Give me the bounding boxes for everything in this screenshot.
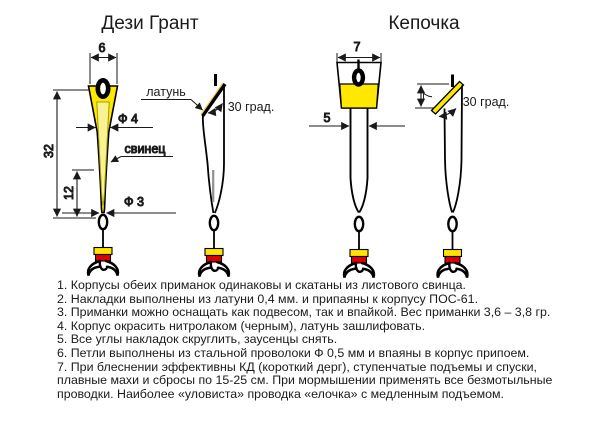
kep-side-hook [436, 215, 469, 279]
label-lead: свинец [125, 142, 166, 156]
kep-stem-right [358, 108, 369, 214]
dim-label-12: 12 [62, 186, 76, 200]
kep-eyelet [351, 68, 366, 87]
title-kepochka: Кепочка [388, 13, 460, 34]
desi-grant-side-view: 30 град. латунь [141, 74, 275, 278]
kep-angle-arc [438, 108, 457, 120]
note-line-4: 4. Корпус окрасить нитролаком (черным), … [57, 318, 426, 333]
label-brass: латунь [146, 85, 186, 99]
dim-label-32: 32 [42, 144, 56, 158]
kep-side-brass-strip [430, 80, 465, 115]
note-line-6: 6. Петли выполнены из стальной проволоки… [57, 345, 530, 360]
desi-side-brass-edge [200, 83, 224, 115]
desi-eyelet [95, 78, 111, 100]
note-line-5: 5. Все углы накладок скруглить, заусенцы… [57, 332, 338, 347]
note-line-1: 1. Корпусы обеих приманок одинаковы и ск… [57, 278, 466, 292]
dim-label-f4: Ф 4 [118, 112, 138, 126]
kep-stem-left [349, 108, 360, 214]
dim-label-7-side: 7 [421, 92, 435, 99]
notes-block: 1. Корпусы обеих приманок одинаковы и ск… [57, 278, 592, 401]
note-line-7c: проводки. Наиболее «уловиста» проводка «… [57, 386, 504, 401]
dim-label-6: 6 [99, 41, 106, 55]
label-30-deg-left: 30 град. [228, 100, 275, 114]
desi-side-left-edge [201, 115, 215, 214]
desi-front-hook [86, 213, 120, 277]
note-line-3: 3. Приманки можно оснащать как подвесом,… [57, 305, 551, 320]
label-30-deg-right: 30 град. [463, 95, 510, 109]
desi-lead-core [96, 101, 110, 206]
note-line-2: 2. Накладки выполнены из латуни 0,4 мм. … [57, 291, 479, 306]
kepochka-side-view: 7 30 град. [415, 74, 510, 279]
lead-leader [110, 155, 122, 163]
kep-side-left-edge [443, 108, 454, 213]
kepochka-front-view: 7 5 [309, 40, 405, 279]
desi-angle-arc [207, 103, 223, 117]
note-line-7b: плавные махи и сбросы по 15-25 см. При м… [57, 373, 553, 388]
brass-leader [190, 99, 203, 111]
title-desi-grant: Дези Грант [101, 13, 198, 34]
kep-side-right-edge [451, 85, 463, 213]
kep-cap-brass [339, 83, 379, 109]
desi-grant-front-view: 6 32 12 Ф 4 Ф 3 свинец [42, 41, 176, 277]
dim-label-5: 5 [324, 111, 331, 125]
dim-label-7: 7 [354, 40, 361, 54]
kep-front-hook [342, 215, 376, 279]
dim-label-f3: Ф 3 [124, 195, 144, 209]
desi-side-brass-strip [201, 82, 227, 118]
desi-side-right-edge [213, 84, 225, 214]
desi-side-hook [197, 214, 231, 278]
note-line-7: 7. При блеснении эффективны КД (короткий… [57, 359, 537, 374]
